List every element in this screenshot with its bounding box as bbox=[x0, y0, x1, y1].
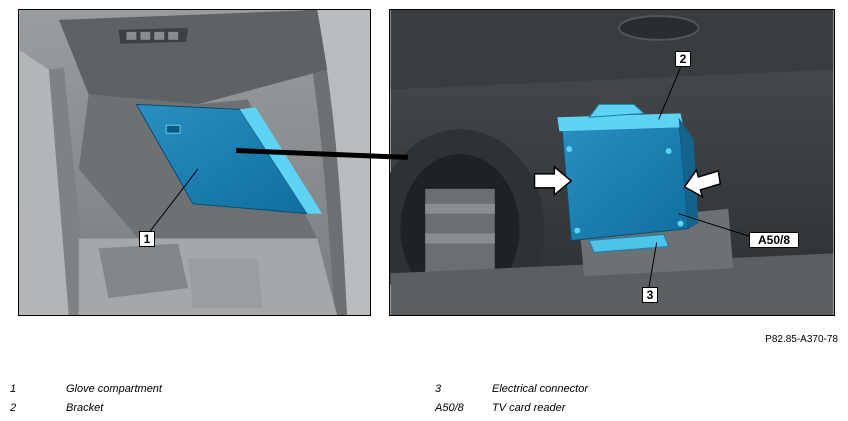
callout-3: 3 bbox=[642, 287, 658, 303]
glove-compartment-view bbox=[18, 9, 371, 316]
legend-number-a50-8: A50/8 bbox=[435, 402, 464, 414]
legend-label-3: Electrical connector bbox=[492, 383, 588, 395]
glove-compartment-illustration bbox=[19, 10, 370, 315]
legend-label-1: Glove compartment bbox=[66, 383, 162, 395]
legend-number-3: 3 bbox=[435, 383, 442, 395]
figure-reference-code: P82.85-A370-78 bbox=[765, 334, 838, 345]
legend-label-2: Bracket bbox=[66, 402, 104, 414]
legend-number-2: 2 bbox=[10, 402, 17, 414]
tv-card-reader-illustration bbox=[390, 10, 834, 315]
legend-label-a50-8: TV card reader bbox=[492, 402, 566, 414]
callout-a50-8: A50/8 bbox=[749, 232, 799, 248]
tv-card-reader-detail-view bbox=[389, 9, 835, 316]
callout-1: 1 bbox=[139, 231, 155, 247]
legend-number-1: 1 bbox=[10, 383, 17, 395]
callout-2: 2 bbox=[675, 51, 691, 67]
